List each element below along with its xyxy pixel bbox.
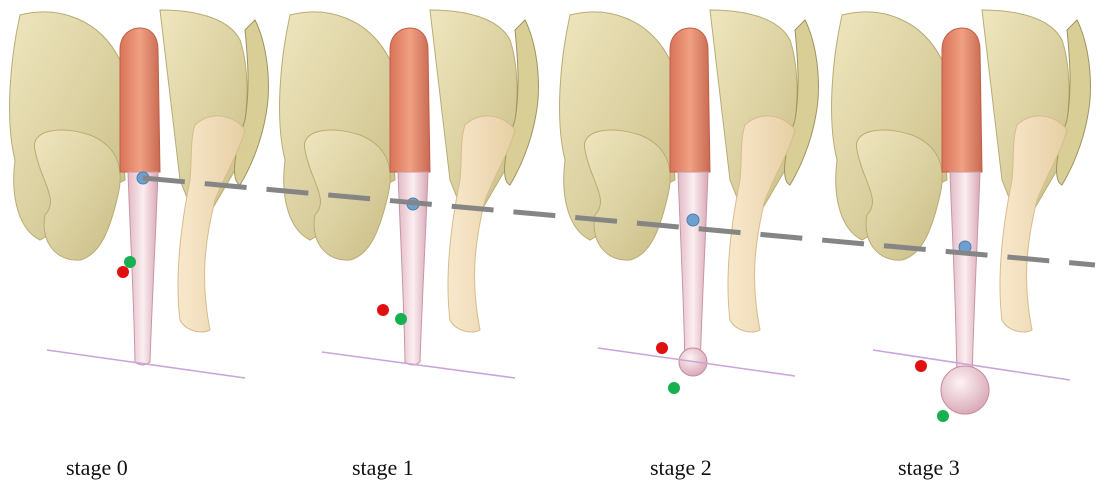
red-landmark-marker bbox=[915, 360, 927, 372]
prolapse-bulb bbox=[941, 366, 989, 414]
red-landmark-marker bbox=[377, 304, 389, 316]
rectum-muscle bbox=[942, 28, 982, 172]
stage-3-caption: stage 3 bbox=[898, 455, 960, 481]
stage-1-panel bbox=[280, 10, 539, 378]
green-landmark-marker bbox=[124, 256, 136, 268]
green-landmark-marker bbox=[937, 410, 949, 422]
stage-0-caption: stage 0 bbox=[66, 455, 128, 481]
anal-canal bbox=[950, 172, 980, 383]
green-landmark-marker bbox=[395, 313, 407, 325]
stage-1-caption: stage 1 bbox=[352, 455, 414, 481]
green-landmark-marker bbox=[668, 382, 680, 394]
rectum-muscle bbox=[120, 28, 160, 172]
blue-landmark-marker bbox=[687, 214, 699, 226]
stage-2-caption: stage 2 bbox=[650, 455, 712, 481]
stage-3-panel bbox=[832, 10, 1091, 422]
anal-canal bbox=[678, 172, 708, 373]
anal-canal bbox=[128, 172, 158, 365]
stage-0-panel bbox=[10, 10, 269, 378]
stage-2-panel bbox=[560, 10, 819, 394]
rectum-muscle bbox=[670, 28, 710, 172]
red-landmark-marker bbox=[117, 266, 129, 278]
red-landmark-marker bbox=[656, 342, 668, 354]
rectum-muscle bbox=[390, 28, 430, 172]
